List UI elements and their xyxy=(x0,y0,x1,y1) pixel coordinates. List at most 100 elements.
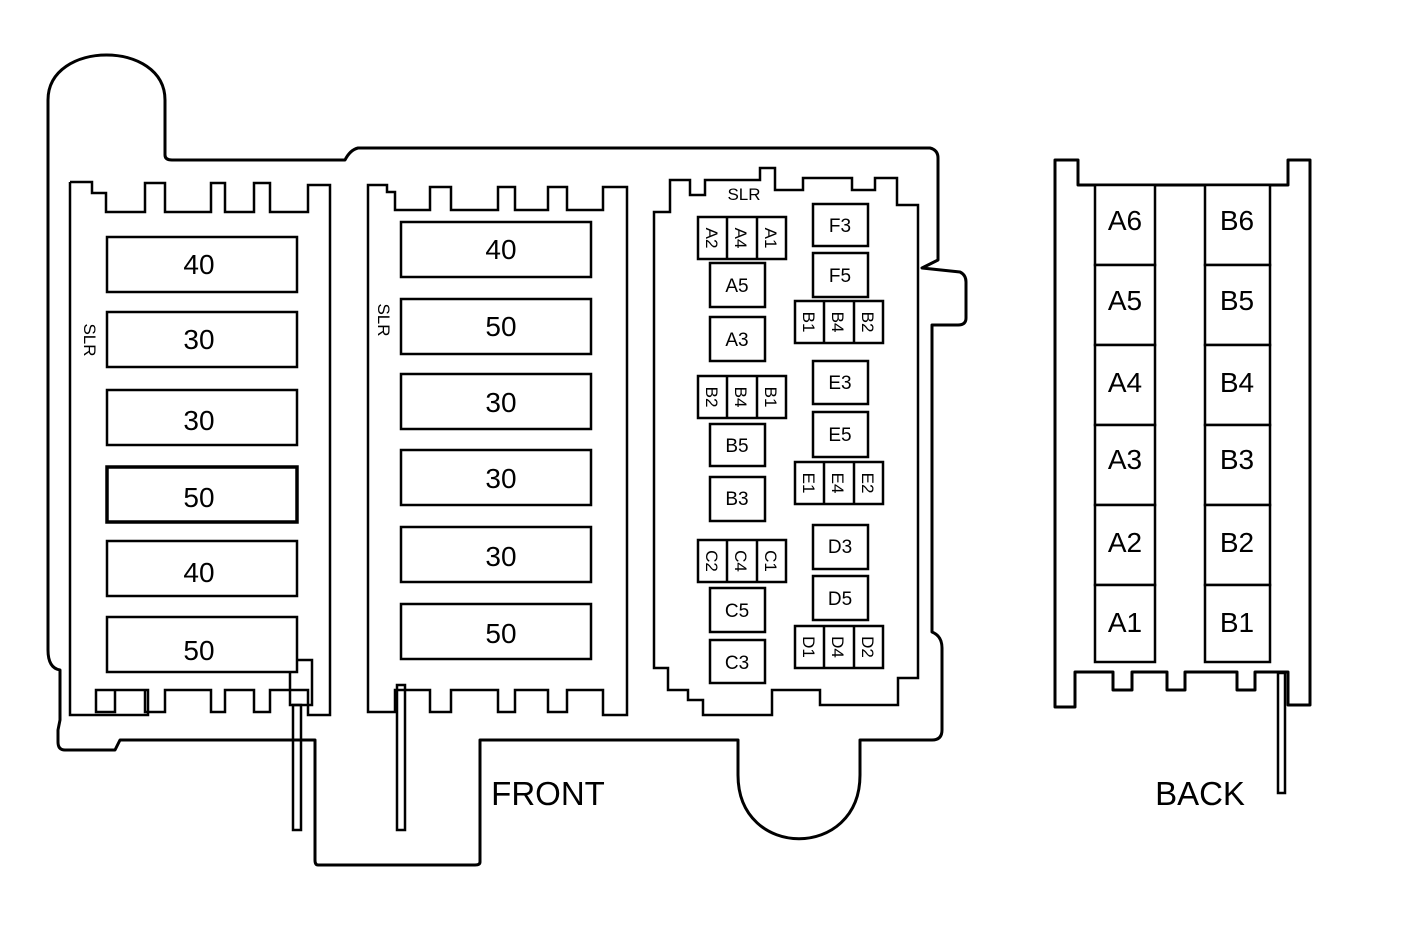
back-a1-label: A1 xyxy=(1108,607,1142,638)
relay-c4-label: C4 xyxy=(731,550,750,572)
relay-b3-label: B3 xyxy=(725,489,748,510)
back-b1 xyxy=(1203,583,1272,664)
relay-a3 xyxy=(708,315,767,363)
relay-b5 xyxy=(708,422,767,468)
relay-e3-label: E3 xyxy=(828,373,851,394)
left-fuse-2-rating: 30 xyxy=(183,324,214,355)
back-label: BACK xyxy=(1155,775,1245,812)
left-fuse-2 xyxy=(105,310,299,369)
left-fuse-4-rating: 50 xyxy=(183,482,214,513)
back-b4-label: B4 xyxy=(1220,367,1254,398)
back-a2-label: A2 xyxy=(1108,527,1142,558)
back-b6-label: B6 xyxy=(1220,205,1254,236)
middle-fuse-block-frame xyxy=(366,183,629,717)
relay-b1-right-label: B1 xyxy=(799,312,818,333)
relay-d3 xyxy=(811,523,870,571)
relay-d1-label: D1 xyxy=(799,636,818,658)
relay-a5-label: A5 xyxy=(725,276,748,297)
left-fuse-5 xyxy=(105,539,299,598)
middle-fuse-5-rating: 30 xyxy=(485,541,516,572)
middle-fuse-6-rating: 50 xyxy=(485,618,516,649)
middle-fuse-5 xyxy=(399,525,593,584)
back-a1 xyxy=(1093,583,1157,664)
relay-b-right-group xyxy=(793,299,885,345)
relay-a3-label: A3 xyxy=(725,330,748,351)
left-fuse-1-rating: 40 xyxy=(183,249,214,280)
back-b2-label: B2 xyxy=(1220,527,1254,558)
left-fuse-5-rating: 40 xyxy=(183,557,214,588)
relay-f5-label: F5 xyxy=(829,266,851,287)
relay-e3 xyxy=(811,359,870,406)
left-fuse-6-rating: 50 xyxy=(183,635,214,666)
relay-c5-label: C5 xyxy=(725,601,749,622)
relay-e1-label: E1 xyxy=(799,473,818,494)
left-block-slr-tag: SLR xyxy=(80,323,99,356)
relay-e2-label: E2 xyxy=(858,473,877,494)
relay-e5-label: E5 xyxy=(828,425,851,446)
relay-c3-label: C3 xyxy=(725,653,749,674)
middle-fuse-1-rating: 40 xyxy=(485,234,516,265)
back-a5-label: A5 xyxy=(1108,285,1142,316)
back-b5-label: B5 xyxy=(1220,285,1254,316)
left-fuse-6 xyxy=(105,615,299,674)
latch-clip-left xyxy=(288,658,314,707)
relay-e5 xyxy=(811,410,870,459)
relay-d3-label: D3 xyxy=(828,537,852,558)
relay-d5 xyxy=(811,574,870,622)
back-a6 xyxy=(1093,183,1157,267)
relay-e-group xyxy=(793,460,885,506)
middle-fuse-4-rating: 30 xyxy=(485,463,516,494)
relay-c-group xyxy=(696,538,788,584)
back-b3-label: B3 xyxy=(1220,444,1254,475)
back-b1-label: B1 xyxy=(1220,607,1254,638)
relay-b2-right-label: B2 xyxy=(858,312,877,333)
relay-block-slr-tag: SLR xyxy=(727,185,760,204)
back-latch-post xyxy=(1276,671,1287,795)
front-label: FRONT xyxy=(491,775,605,812)
relay-e4-label: E4 xyxy=(828,473,847,494)
middle-fuse-2-rating: 50 xyxy=(485,311,516,342)
relay-block: A2 A4 A1 A5 A3 B2 B4 B1 B5 B3 C2 C4 C1 C… xyxy=(696,202,885,685)
relay-c2-label: C2 xyxy=(702,550,721,572)
relay-f5 xyxy=(811,251,870,299)
back-column-b: B6 B5 B4 B3 B2 B1 xyxy=(1203,183,1272,664)
left-fuse-3 xyxy=(105,388,299,447)
back-a3 xyxy=(1093,423,1157,507)
middle-fuse-4 xyxy=(399,448,593,507)
back-housing-outline xyxy=(1053,158,1312,709)
back-b3 xyxy=(1203,423,1272,507)
relay-c1-label: C1 xyxy=(761,550,780,572)
back-b4 xyxy=(1203,343,1272,427)
relay-b-group xyxy=(696,374,788,420)
relay-d4-label: D4 xyxy=(828,636,847,658)
relay-block-frame xyxy=(652,166,920,717)
back-a6-label: A6 xyxy=(1108,205,1142,236)
left-fuse-block-frame xyxy=(68,180,332,717)
relay-d2-label: D2 xyxy=(858,636,877,658)
back-column-a: A6 A5 A4 A3 A2 A1 xyxy=(1093,183,1157,664)
relay-a4-label: A4 xyxy=(731,228,750,249)
relay-f3-label: F3 xyxy=(829,216,851,237)
left-fuse-3-rating: 30 xyxy=(183,405,214,436)
middle-fuse-block: 40 50 30 30 30 50 xyxy=(399,220,593,661)
middle-fuse-1 xyxy=(399,220,593,279)
left-fuse-block: 40 30 30 50 40 50 xyxy=(105,235,299,674)
relay-a2-label: A2 xyxy=(702,228,721,249)
left-fuse-4 xyxy=(105,465,299,524)
relay-b2-label: B2 xyxy=(702,387,721,408)
latch-post-middle xyxy=(395,683,407,832)
relay-a1-label: A1 xyxy=(761,228,780,249)
relay-a5 xyxy=(708,261,767,309)
relay-a-group xyxy=(696,215,788,261)
middle-fuse-6 xyxy=(399,602,593,661)
relay-b5-label: B5 xyxy=(725,436,748,457)
left-fuse-1 xyxy=(105,235,299,294)
back-a4-label: A4 xyxy=(1108,367,1142,398)
back-b2 xyxy=(1203,503,1272,587)
relay-b1-label: B1 xyxy=(761,387,780,408)
back-a3-label: A3 xyxy=(1108,444,1142,475)
relay-d5-label: D5 xyxy=(828,589,852,610)
middle-block-slr-tag: SLR xyxy=(374,303,393,336)
relay-b4-label: B4 xyxy=(731,387,750,408)
